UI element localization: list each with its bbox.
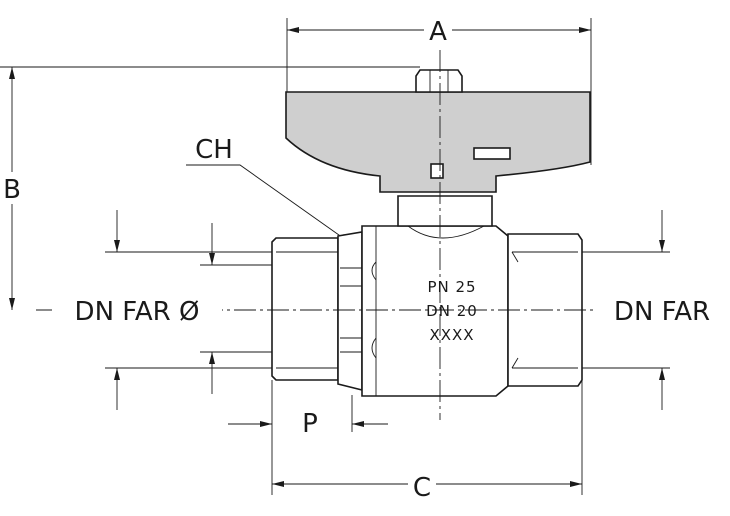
dimension-b-label: B xyxy=(3,175,21,205)
marking-dn: DN 20 xyxy=(426,302,478,320)
body-marking: PN 25 DN 20 XXXX xyxy=(426,278,478,344)
valve-body xyxy=(271,195,583,397)
marking-pn: PN 25 xyxy=(427,278,476,296)
dimension-p-label: P xyxy=(302,409,318,439)
dn-far-right-label: DN FAR xyxy=(614,297,710,327)
dimension-b: B xyxy=(0,67,26,310)
dimension-c: C xyxy=(272,470,582,503)
dn-far-right-arrows xyxy=(659,210,665,410)
marking-xxxx: XXXX xyxy=(429,326,474,344)
dimension-a: A xyxy=(287,14,591,47)
stem-neck xyxy=(397,195,493,227)
dn-far-left-label: DN FAR Ø xyxy=(75,297,200,327)
dimension-a-label: A xyxy=(429,17,447,47)
butterfly-handle xyxy=(285,69,591,193)
stop-pin xyxy=(473,147,511,160)
left-hex-nut xyxy=(337,231,363,392)
dimension-c-label: C xyxy=(413,473,431,503)
dimension-p: P xyxy=(228,409,388,439)
dimension-ch-label: CH xyxy=(195,135,233,165)
stem-nut xyxy=(415,69,463,93)
dn-far-left-arrows xyxy=(114,210,215,410)
dn-far-labels: DN FAR Ø DN FAR xyxy=(52,292,730,328)
handle-wing xyxy=(285,91,591,193)
left-male-thread xyxy=(271,237,339,381)
